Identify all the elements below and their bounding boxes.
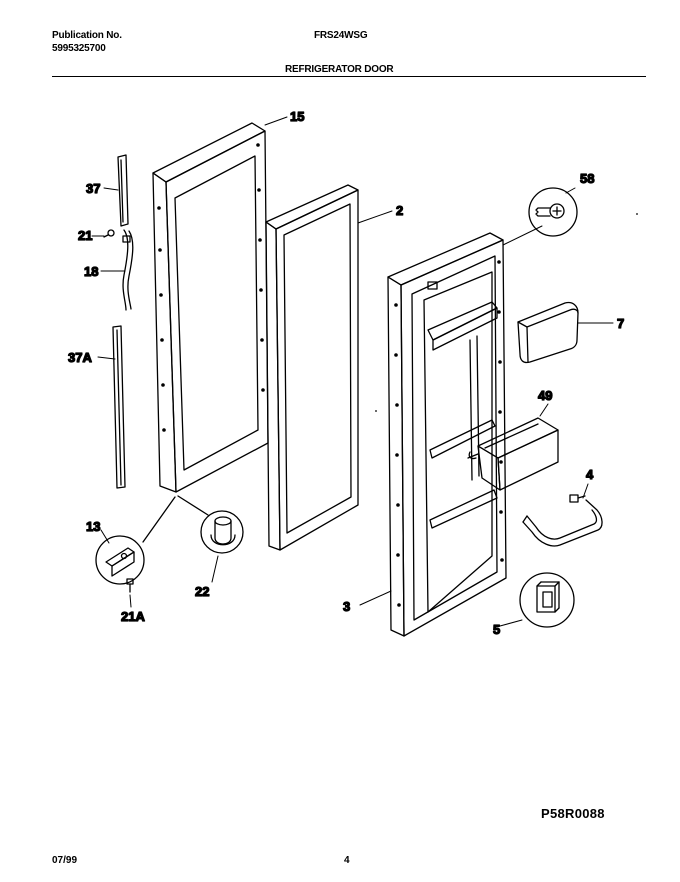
callout-22: 22 [195,584,209,599]
part-3-door-liner [387,232,507,637]
callout-58: 58 [580,171,594,186]
callout-13: 13 [86,519,100,534]
publication-number: 5995325700 [52,43,106,54]
callout-49: 49 [538,388,552,403]
callout-21: 21 [78,228,92,243]
callout-37A: 37A [68,350,92,365]
part-4-retainer [522,494,603,547]
callout-37: 37 [86,181,100,196]
part-22-bushing-detail [177,495,244,554]
stray-marks [375,213,638,412]
section-title: REFRIGERATOR DOOR [285,64,394,75]
leader-lines [91,116,614,627]
part-58-screw-detail [528,187,578,237]
callout-18: 18 [84,264,98,279]
callout-7: 7 [617,316,624,331]
callout-2: 2 [396,203,403,218]
drawing-code: P58R0088 [541,806,605,821]
model-number: FRS24WSG [314,30,368,41]
part-7-dairy-cover [517,301,579,364]
part-21A-screw [126,578,134,593]
header-rule [52,76,646,77]
callout-3: 3 [343,599,350,614]
footer-date: 07/99 [52,855,78,866]
part-49-door-bin [467,417,559,491]
part-18-handle [122,229,134,311]
part-2-gasket [265,184,359,551]
part-37-upper-trim [117,154,129,227]
publication-label: Publication No. [52,30,122,41]
part-21-screw [103,229,115,238]
page-number: 4 [344,855,350,866]
part-5-clip-detail [519,572,575,628]
part-13-hinge-detail [95,496,176,585]
part-37A-lower-trim [112,325,126,489]
part-15-door-shell [152,122,269,493]
callout-5: 5 [493,622,500,637]
callout-21A: 21A [121,609,145,624]
callout-15: 15 [290,109,304,124]
callout-4: 4 [586,467,594,482]
callout-labels: 15 2 58 7 49 4 5 3 37 21 18 37A 13 22 21… [67,108,625,637]
